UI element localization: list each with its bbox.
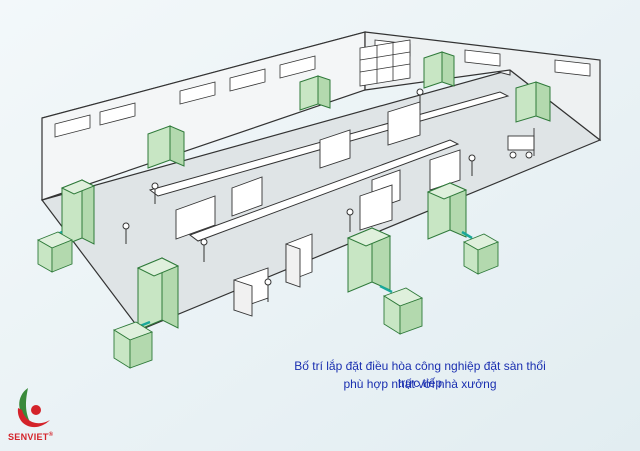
logo-dot-icon bbox=[31, 405, 41, 415]
indoor-ac-unit bbox=[60, 179, 96, 247]
logo-swoosh-icon bbox=[17, 408, 50, 428]
brand-name-text: SENVIET bbox=[8, 432, 49, 442]
outdoor-condensing-units bbox=[36, 231, 500, 369]
outdoor-unit bbox=[462, 233, 500, 275]
factory-machines bbox=[175, 101, 461, 317]
outdoor-unit bbox=[36, 231, 74, 273]
indoor-ac-unit bbox=[346, 227, 392, 293]
indoor-ac-unit bbox=[136, 257, 180, 331]
indoor-ac-unit bbox=[426, 182, 468, 240]
indoor-ac-unit bbox=[515, 81, 551, 123]
left-wall-windows bbox=[54, 55, 316, 138]
indoor-ac-unit bbox=[147, 125, 185, 169]
senviet-logo bbox=[17, 388, 50, 428]
indoor-ac-units bbox=[60, 51, 551, 331]
caption-line-2: phù hợp nhất với nhà xưởng bbox=[343, 377, 497, 391]
indoor-ac-unit bbox=[299, 75, 331, 111]
caption-line-1: Bố trí lắp đặt điều hòa công nghiệp đặt … bbox=[294, 359, 546, 390]
brand-registered-mark: ® bbox=[48, 432, 54, 438]
outdoor-unit bbox=[112, 321, 154, 369]
shelving-rack bbox=[359, 39, 411, 87]
workers bbox=[122, 88, 476, 302]
outdoor-unit bbox=[382, 287, 424, 335]
brand-name: SENVIET® bbox=[8, 432, 53, 442]
indoor-ac-unit bbox=[423, 51, 455, 89]
forklift bbox=[507, 128, 535, 159]
